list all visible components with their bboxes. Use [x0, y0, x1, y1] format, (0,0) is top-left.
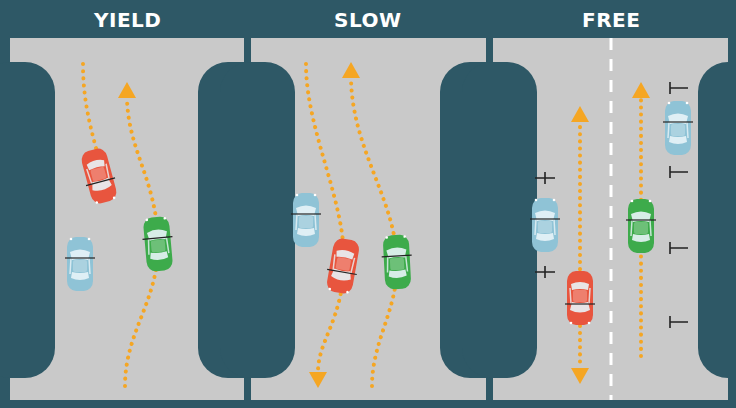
arrow-heads [118, 62, 650, 388]
panel-heading: YIELD [94, 8, 161, 32]
car-paths [83, 64, 641, 386]
panel-heading: SLOW [334, 8, 402, 32]
center-line [610, 38, 613, 400]
road-panel [462, 38, 736, 400]
panel-heading: FREE [582, 8, 640, 32]
cars [65, 101, 693, 325]
